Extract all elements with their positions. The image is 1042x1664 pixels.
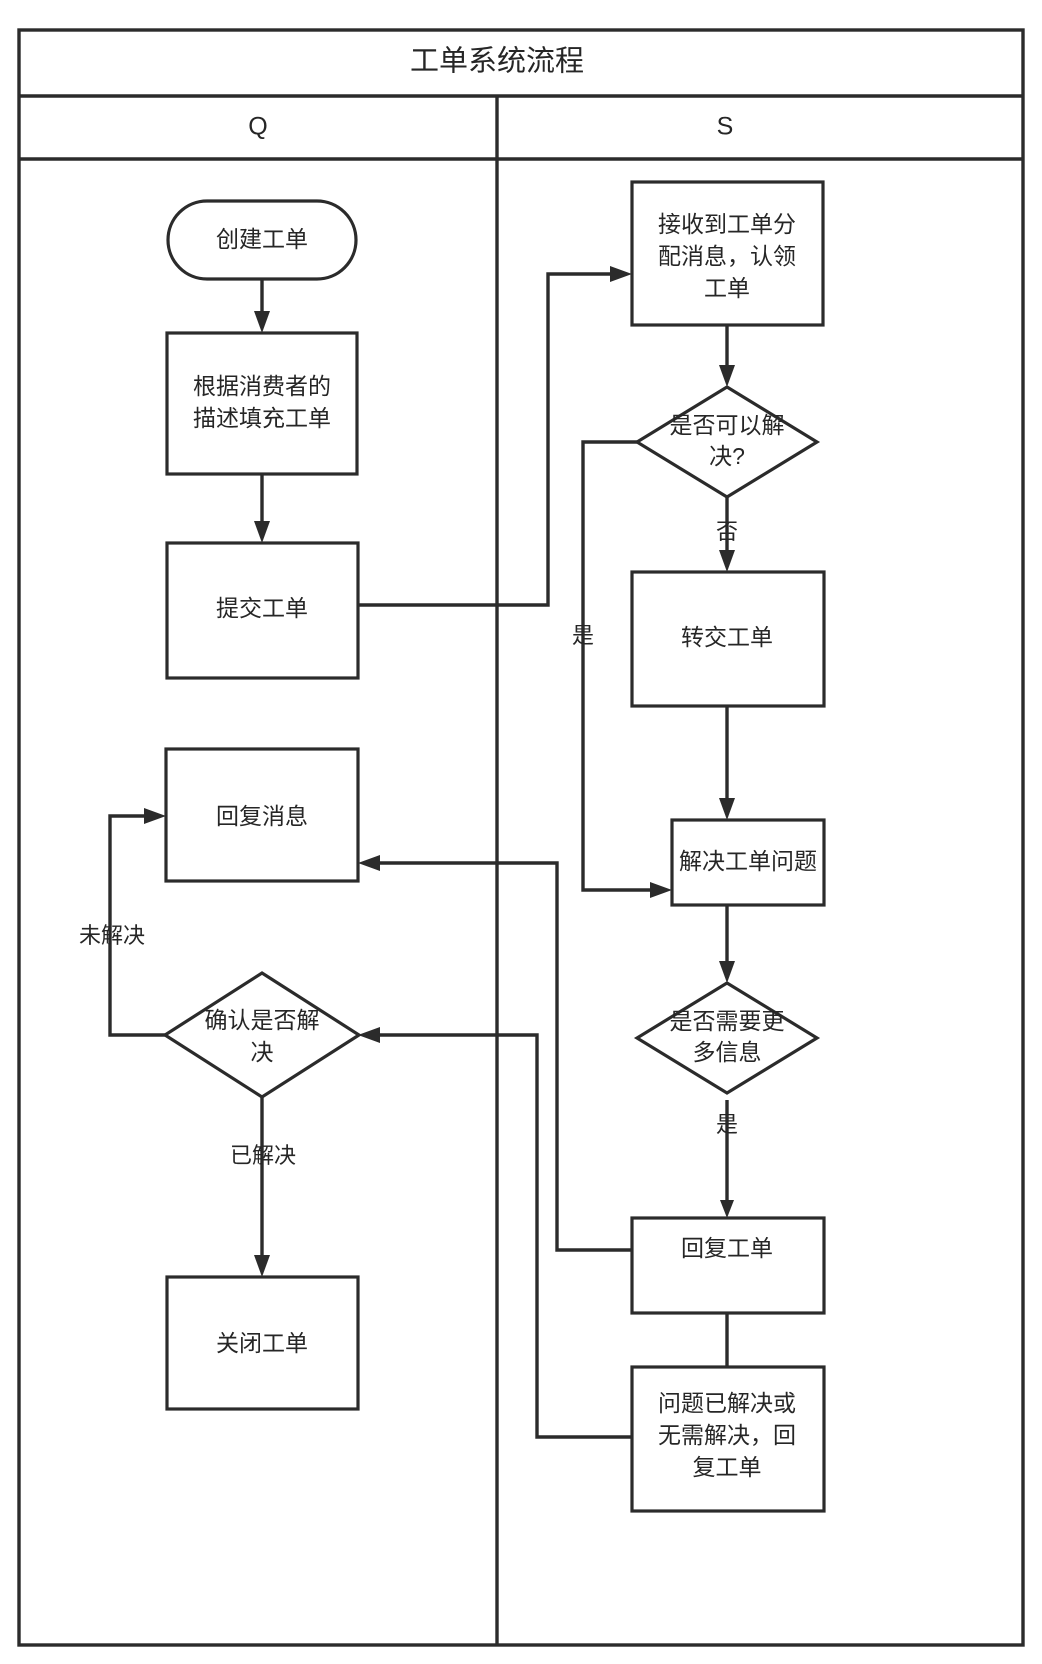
node-close-ticket-label: 关闭工单	[216, 1330, 308, 1356]
node-transfer-ticket-shape[interactable]	[630, 570, 826, 708]
diagram-outer-border	[17, 28, 1025, 1647]
arrowhead-needinfo-yes-to-replyticket	[720, 1200, 734, 1218]
edge-confirm-no-to-replymsg	[108, 814, 174, 1037]
edge-label-layer: 否 是 是 未解决 已解决	[79, 519, 738, 1168]
lane-header-s: S	[717, 113, 734, 141]
node-fill-ticket-shape[interactable]	[165, 331, 359, 476]
node-fill-ticket-label-line2: 描述填充工单	[193, 405, 331, 431]
arrowhead-cansolve-no-to-transfer	[719, 550, 735, 572]
node-can-solve-shape[interactable]	[633, 385, 821, 499]
node-confirm-resolved-shape[interactable]	[162, 971, 362, 1099]
lane-header-q: Q	[248, 113, 267, 141]
node-reply-ticket-shape[interactable]	[630, 1216, 826, 1315]
node-receive-ticket-label-line2: 配消息，认领	[658, 243, 796, 269]
arrowhead-transfer-to-solve	[719, 798, 735, 820]
node-receive-ticket[interactable]: 接收到工单分 配消息，认领 工单	[630, 180, 825, 327]
node-create-ticket[interactable]: 创建工单	[166, 199, 358, 281]
node-receive-ticket-label-line1: 接收到工单分	[658, 211, 796, 237]
arrowhead-submit-to-receive	[610, 266, 632, 282]
arrowhead-confirm-no-to-replymsg	[144, 808, 166, 824]
edge-resolved-to-confirm	[373, 1033, 632, 1439]
node-create-ticket-label: 创建工单	[216, 226, 308, 252]
arrowhead-replyticket-to-replymsg	[358, 855, 380, 871]
node-need-more-info[interactable]: 是否需要更 多信息	[633, 981, 821, 1095]
edge-label-confirm-yes: 已解决	[230, 1143, 296, 1168]
node-reply-ticket-label: 回复工单	[681, 1235, 773, 1261]
node-issue-resolved-shape[interactable]	[630, 1365, 826, 1513]
node-close-ticket[interactable]: 关闭工单	[165, 1275, 360, 1411]
arrowhead-receive-to-cansolve	[719, 365, 735, 387]
node-reply-message-label: 回复消息	[216, 803, 308, 829]
edge-label-confirm-no: 未解决	[79, 923, 145, 948]
node-can-solve-label-line2: 决?	[709, 443, 745, 469]
node-create-ticket-shape[interactable]	[166, 199, 358, 281]
node-fill-ticket[interactable]: 根据消费者的 描述填充工单	[165, 331, 359, 476]
node-issue-resolved-label-line3: 复工单	[693, 1454, 762, 1480]
node-submit-ticket-label: 提交工单	[216, 595, 308, 621]
node-close-ticket-shape[interactable]	[165, 1275, 360, 1411]
node-reply-message[interactable]: 回复消息	[164, 747, 360, 883]
page-title: 工单系统流程	[410, 45, 584, 78]
connector-layer: transfer --> solve (left side route) -->…	[108, 266, 735, 1439]
node-receive-ticket-label-line3: 工单	[704, 275, 750, 301]
node-need-more-info-label-line1: 是否需要更	[670, 1008, 785, 1034]
node-need-more-info-label-line2: 多信息	[693, 1039, 762, 1065]
node-confirm-resolved-label-line1: 确认是否解	[205, 1007, 320, 1033]
arrowhead-solve-to-needinfo	[719, 961, 735, 983]
edge-label-needinfo-yes: 是	[716, 1112, 738, 1137]
edge-cansolve-yes-to-solve	[581, 440, 657, 892]
arrowhead-cansolve-yes-to-solve	[650, 882, 672, 898]
node-fill-ticket-label-line1: 根据消费者的	[193, 373, 331, 399]
node-transfer-ticket[interactable]: 转交工单	[630, 570, 826, 708]
edge-submit-to-receive	[358, 272, 617, 607]
edge-label-cansolve-no: 否	[716, 519, 738, 544]
node-can-solve-label-line1: 是否可以解	[670, 412, 785, 438]
arrowhead-create-to-fill	[254, 311, 270, 333]
node-solve-ticket[interactable]: 解决工单问题	[670, 818, 826, 907]
node-issue-resolved[interactable]: 问题已解决或 无需解决，回 复工单	[630, 1365, 826, 1513]
node-solve-ticket-label: 解决工单问题	[679, 848, 817, 874]
swimlane-frame	[17, 28, 1025, 1647]
node-submit-ticket-shape[interactable]	[165, 541, 360, 680]
node-issue-resolved-label-line1: 问题已解决或	[658, 1390, 796, 1416]
node-confirm-resolved[interactable]: 确认是否解 决	[162, 971, 362, 1099]
node-submit-ticket[interactable]: 提交工单	[165, 541, 360, 680]
arrowhead-fill-to-submit	[254, 521, 270, 543]
node-reply-ticket[interactable]: 回复工单	[630, 1216, 826, 1315]
node-need-more-info-shape[interactable]	[633, 981, 821, 1095]
node-confirm-resolved-label-line2: 决	[251, 1039, 274, 1065]
node-issue-resolved-label-line2: 无需解决，回	[658, 1422, 796, 1448]
node-receive-ticket-shape[interactable]	[630, 180, 825, 327]
node-transfer-ticket-label: 转交工单	[681, 624, 773, 650]
arrowhead-resolved-to-confirm	[358, 1027, 380, 1043]
arrowhead-confirm-yes-to-close	[254, 1255, 270, 1277]
edge-label-cansolve-yes: 是	[572, 623, 594, 648]
node-solve-ticket-shape[interactable]	[670, 818, 826, 907]
edge-replyticket-to-replymsg	[373, 861, 632, 1252]
node-can-solve[interactable]: 是否可以解 决?	[633, 385, 821, 499]
node-reply-message-shape[interactable]	[164, 747, 360, 883]
